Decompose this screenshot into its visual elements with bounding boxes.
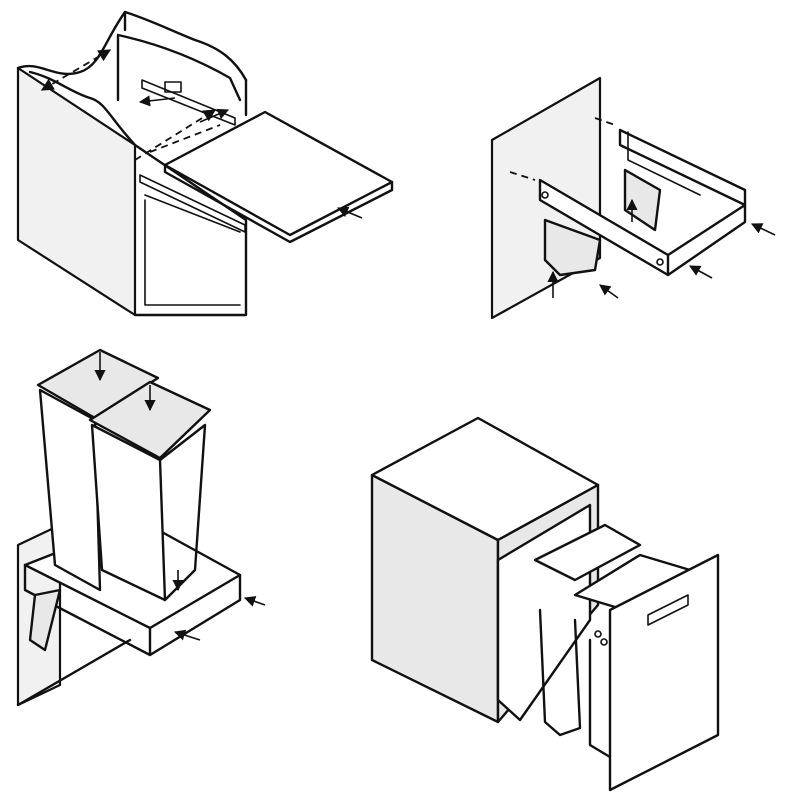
- dashed-screw-line-1: [509, 171, 536, 181]
- dashed-screw-line-2: [594, 117, 616, 126]
- arrow-clip-right: [199, 108, 230, 123]
- drawer-screw-2: [600, 638, 608, 646]
- drawer-front-panel: [608, 553, 720, 792]
- dashed-arrow-top: [40, 49, 112, 91]
- arrow-frame-screw-1: [243, 596, 266, 607]
- frame-bracket: [28, 588, 62, 652]
- back-bracket: [627, 131, 701, 196]
- bin-lid-back: [533, 523, 642, 582]
- cabinet-side-panel: [16, 66, 137, 317]
- arrow-up-right: [599, 284, 619, 299]
- panel-bins-on-frame: [16, 348, 266, 707]
- cabinet-body-right: [133, 143, 248, 317]
- arrow-board-push: [336, 206, 363, 219]
- screw-hole-1: [541, 191, 549, 199]
- runner-rail: [139, 174, 246, 233]
- bin-left-lower: [538, 608, 582, 737]
- cabinet-back-wall: [116, 33, 242, 102]
- back-runner: [141, 79, 236, 126]
- side-rail: [666, 203, 747, 277]
- bin-right-lower: [588, 638, 617, 762]
- bin-right-lid: [88, 380, 212, 460]
- cabinet-top-edge: [16, 10, 248, 82]
- runner-clip: [164, 81, 182, 93]
- dashed-arrow-mid: [134, 109, 217, 161]
- panel-frame-mounting: [490, 76, 776, 320]
- screw-hole-2: [656, 258, 664, 266]
- drawer-bottom-thickness: [163, 163, 394, 244]
- panel-cabinet-drawer-bottom: [16, 10, 394, 317]
- cabinet-back-edges: [123, 10, 248, 117]
- cabinet-opening: [144, 194, 241, 306]
- bin-left-body: [38, 388, 102, 592]
- bin-holder-block: [543, 218, 602, 277]
- hanging-bracket: [623, 168, 662, 232]
- dashed-line-mid: [149, 124, 221, 153]
- arrow-frame-screw-2: [173, 629, 201, 641]
- drawer-screw-1: [594, 630, 602, 638]
- arrow-clip-left: [138, 95, 176, 107]
- arrow-side-screw: [750, 223, 776, 236]
- bin-left-lid: [36, 348, 160, 420]
- drawer-handle: [647, 594, 689, 626]
- arrow-rail-screw: [689, 265, 713, 279]
- panel-assembled-cabinet: [370, 416, 720, 792]
- back-rail: [618, 128, 747, 207]
